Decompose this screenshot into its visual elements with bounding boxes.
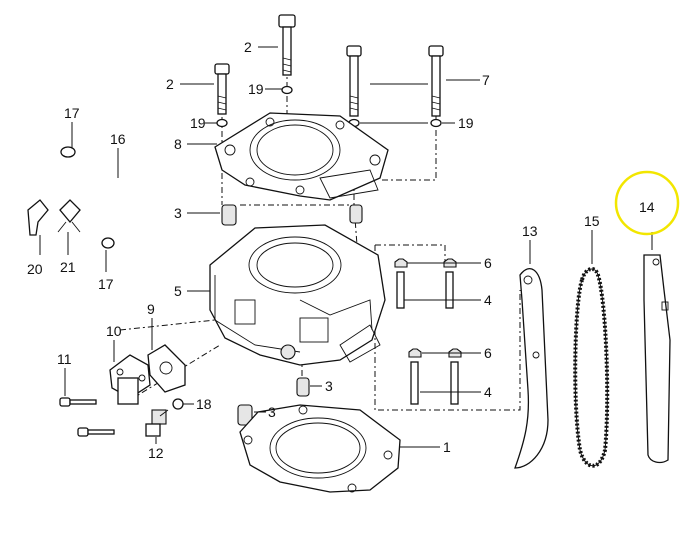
callout-8: 8 xyxy=(174,136,182,152)
callout-7: 7 xyxy=(482,72,490,88)
highlighted-callout-14[interactable]: 14 xyxy=(614,170,680,236)
callout-18: 18 xyxy=(196,396,212,412)
clamps-17 xyxy=(60,146,115,249)
highlight-circle xyxy=(614,170,680,236)
chain-guide-13 xyxy=(514,268,549,469)
callout-6-lower: 6 xyxy=(484,345,492,361)
cam-chain-15 xyxy=(573,267,610,468)
callout-19-top: 19 xyxy=(248,81,264,97)
callout-14: 14 xyxy=(639,199,655,215)
callout-4-upper: 4 xyxy=(484,292,492,308)
callout-2-left: 2 xyxy=(166,76,174,92)
dowel-pins-3 xyxy=(221,204,363,426)
bolt-center xyxy=(346,45,362,117)
callout-1: 1 xyxy=(443,439,451,455)
bolt-2-top xyxy=(278,14,296,76)
gasket-9 xyxy=(147,344,186,393)
callout-2-top: 2 xyxy=(244,39,252,55)
callout-5: 5 xyxy=(174,283,182,299)
bolts-11 xyxy=(59,397,115,437)
callout-6-upper: 6 xyxy=(484,255,492,271)
callout-17-top: 17 xyxy=(64,105,80,121)
hose-16 xyxy=(48,151,152,249)
callout-16: 16 xyxy=(110,131,126,147)
studs-4 xyxy=(396,271,459,405)
base-gasket-1 xyxy=(239,404,401,493)
leader-lines xyxy=(39,46,653,448)
bolt-7 xyxy=(428,45,444,117)
tensioner-guide-14 xyxy=(643,254,671,464)
callout-11: 11 xyxy=(57,351,72,367)
fitting-20 xyxy=(27,199,49,236)
callout-19-right: 19 xyxy=(458,115,474,131)
callout-17-bottom: 17 xyxy=(98,276,114,292)
callout-15: 15 xyxy=(584,213,600,229)
callout-12: 12 xyxy=(148,445,164,461)
callout-4-lower: 4 xyxy=(484,384,492,400)
callout-labels: 2 2 19 19 7 19 8 3 5 6 4 6 4 3 3 1 17 16… xyxy=(27,39,600,461)
cylinder-block-5 xyxy=(209,224,386,366)
callout-13: 13 xyxy=(522,223,538,239)
callout-9: 9 xyxy=(147,301,155,317)
callout-10: 10 xyxy=(106,323,122,339)
bracket-21 xyxy=(57,199,81,233)
head-gasket-8 xyxy=(214,112,389,201)
callout-3-lower: 3 xyxy=(268,404,276,420)
o-ring-18 xyxy=(172,398,184,410)
tensioner-10 xyxy=(109,354,151,405)
bolt-2-left xyxy=(214,63,230,115)
callout-21: 21 xyxy=(60,259,76,275)
callout-20: 20 xyxy=(27,261,43,277)
callout-3-upper: 3 xyxy=(174,205,182,221)
callout-19-left: 19 xyxy=(190,115,206,131)
sensor-12 xyxy=(145,409,169,437)
callout-3-middle: 3 xyxy=(325,378,333,394)
